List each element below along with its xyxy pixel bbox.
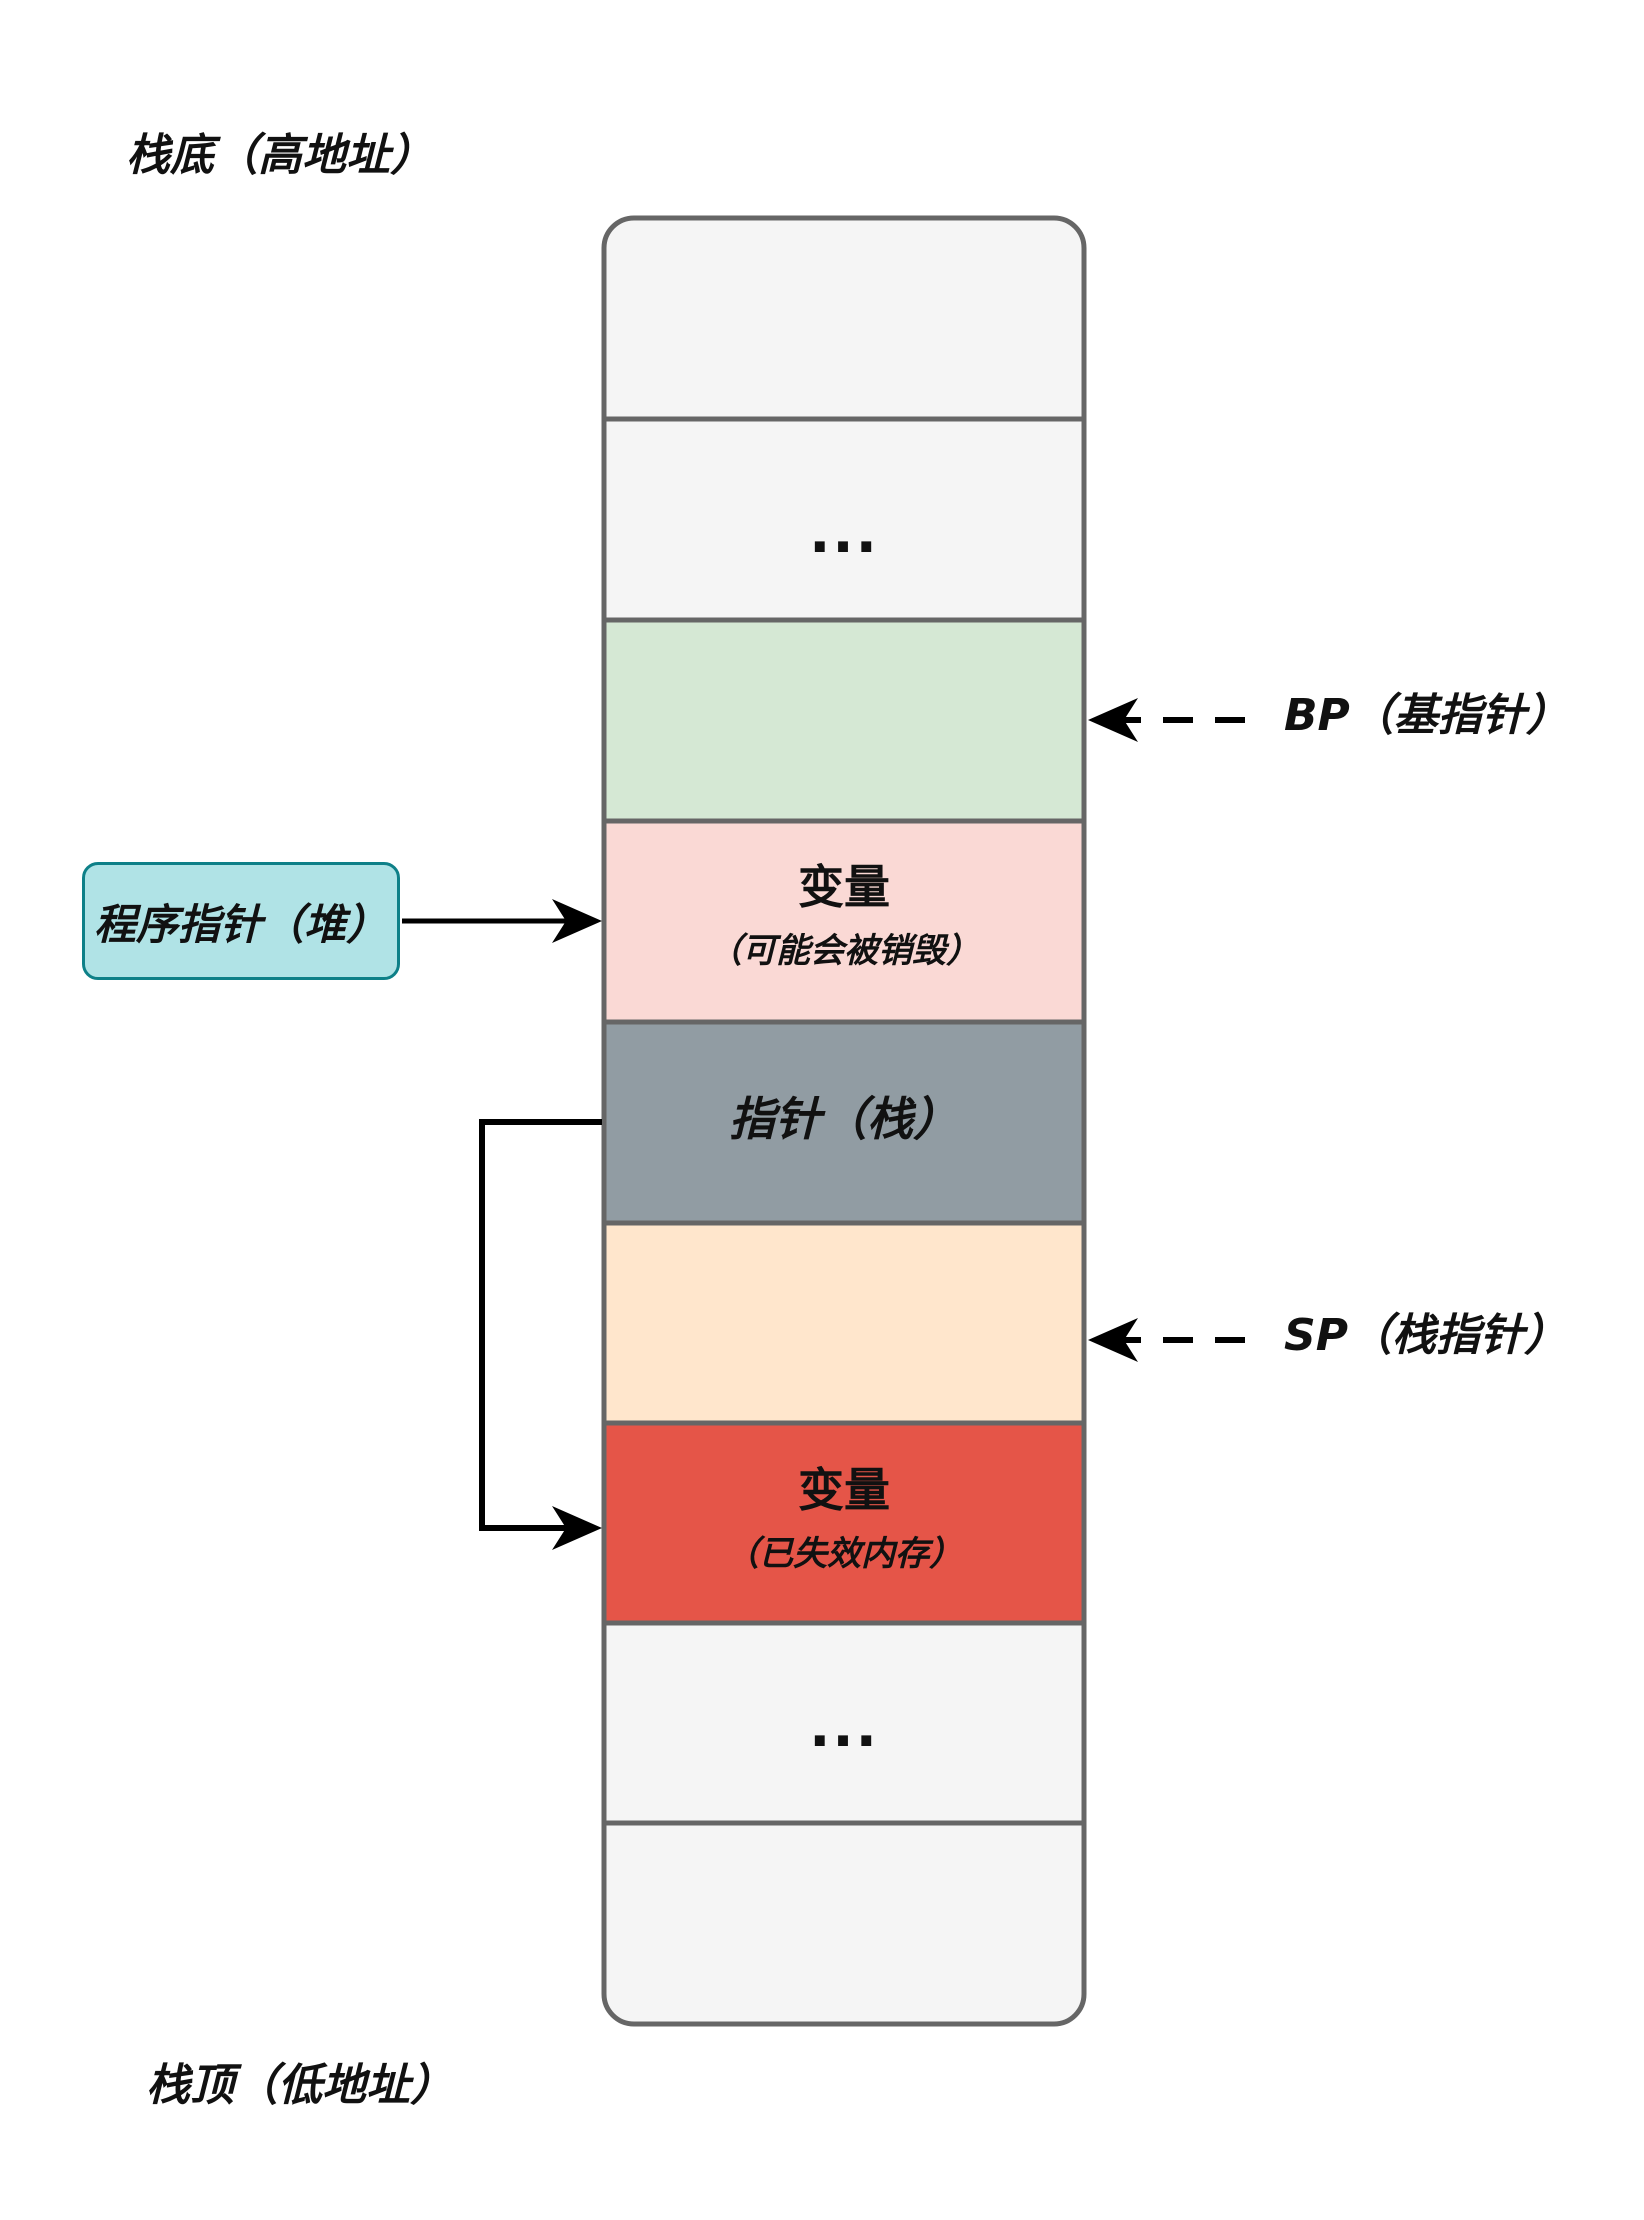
sp-arrow [1088, 1318, 1245, 1362]
stack-cell-3 [604, 620, 1084, 821]
heap-pointer-arrow [402, 899, 602, 943]
cell-4-title: 变量 [798, 860, 890, 914]
stack-cell-9 [604, 1823, 1084, 2024]
cell-4-subtitle: （可能会被销毁） [708, 931, 980, 971]
stack-cell-5 [604, 1022, 1084, 1223]
stack-cell-2 [604, 419, 1084, 620]
stack-cell-6 [604, 1223, 1084, 1423]
cell-7-subtitle: （已失效内存） [725, 1534, 963, 1574]
heap-pointer-box: 程序指针（堆） [82, 862, 400, 980]
stack-pointer-arrow [479, 1119, 602, 1550]
cell-2-ellipsis: ... [809, 501, 879, 566]
cell-5-title: 指针（栈） [729, 1092, 959, 1146]
stack-cell-7 [604, 1423, 1084, 1623]
heap-pointer-label: 程序指针（堆） [93, 899, 388, 949]
bp-label: BP（基指针） [1284, 690, 1570, 741]
stack-cells [604, 218, 1084, 2024]
cell-dividers [604, 416, 1084, 1826]
stack-cell-4 [604, 821, 1084, 1022]
sp-label: SP（栈指针） [1284, 1310, 1568, 1361]
cell-8-ellipsis: ... [809, 1695, 879, 1760]
stack-cell-8 [604, 1623, 1084, 1823]
stack-bottom-label: 栈底（高地址） [126, 130, 434, 181]
stack-frame [601, 215, 1087, 2027]
stack-cell-1 [604, 218, 1084, 419]
bp-arrow [1088, 698, 1245, 742]
stack-top-label: 栈顶（低地址） [146, 2060, 454, 2111]
cell-7-title: 变量 [798, 1463, 890, 1517]
